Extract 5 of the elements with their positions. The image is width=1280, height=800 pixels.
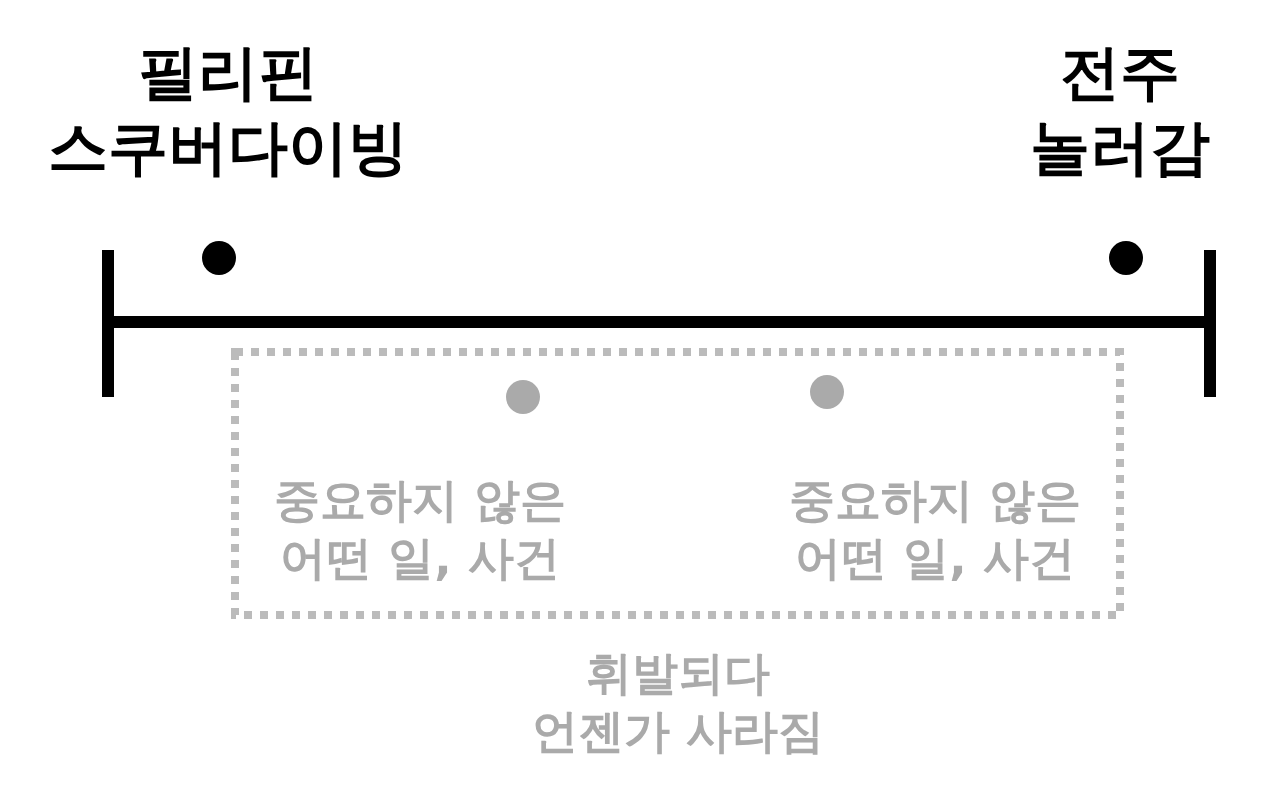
event-label: 전주 놀러감	[1029, 36, 1211, 184]
caption-text: 휘발되다 언젠가 사라짐	[531, 645, 825, 760]
event-label: 필리핀 스쿠버다이빙	[47, 36, 409, 184]
event-label: 중요하지 않은 어떤 일, 사건	[273, 472, 567, 587]
event-label: 중요하지 않은 어떤 일, 사건	[788, 472, 1082, 587]
